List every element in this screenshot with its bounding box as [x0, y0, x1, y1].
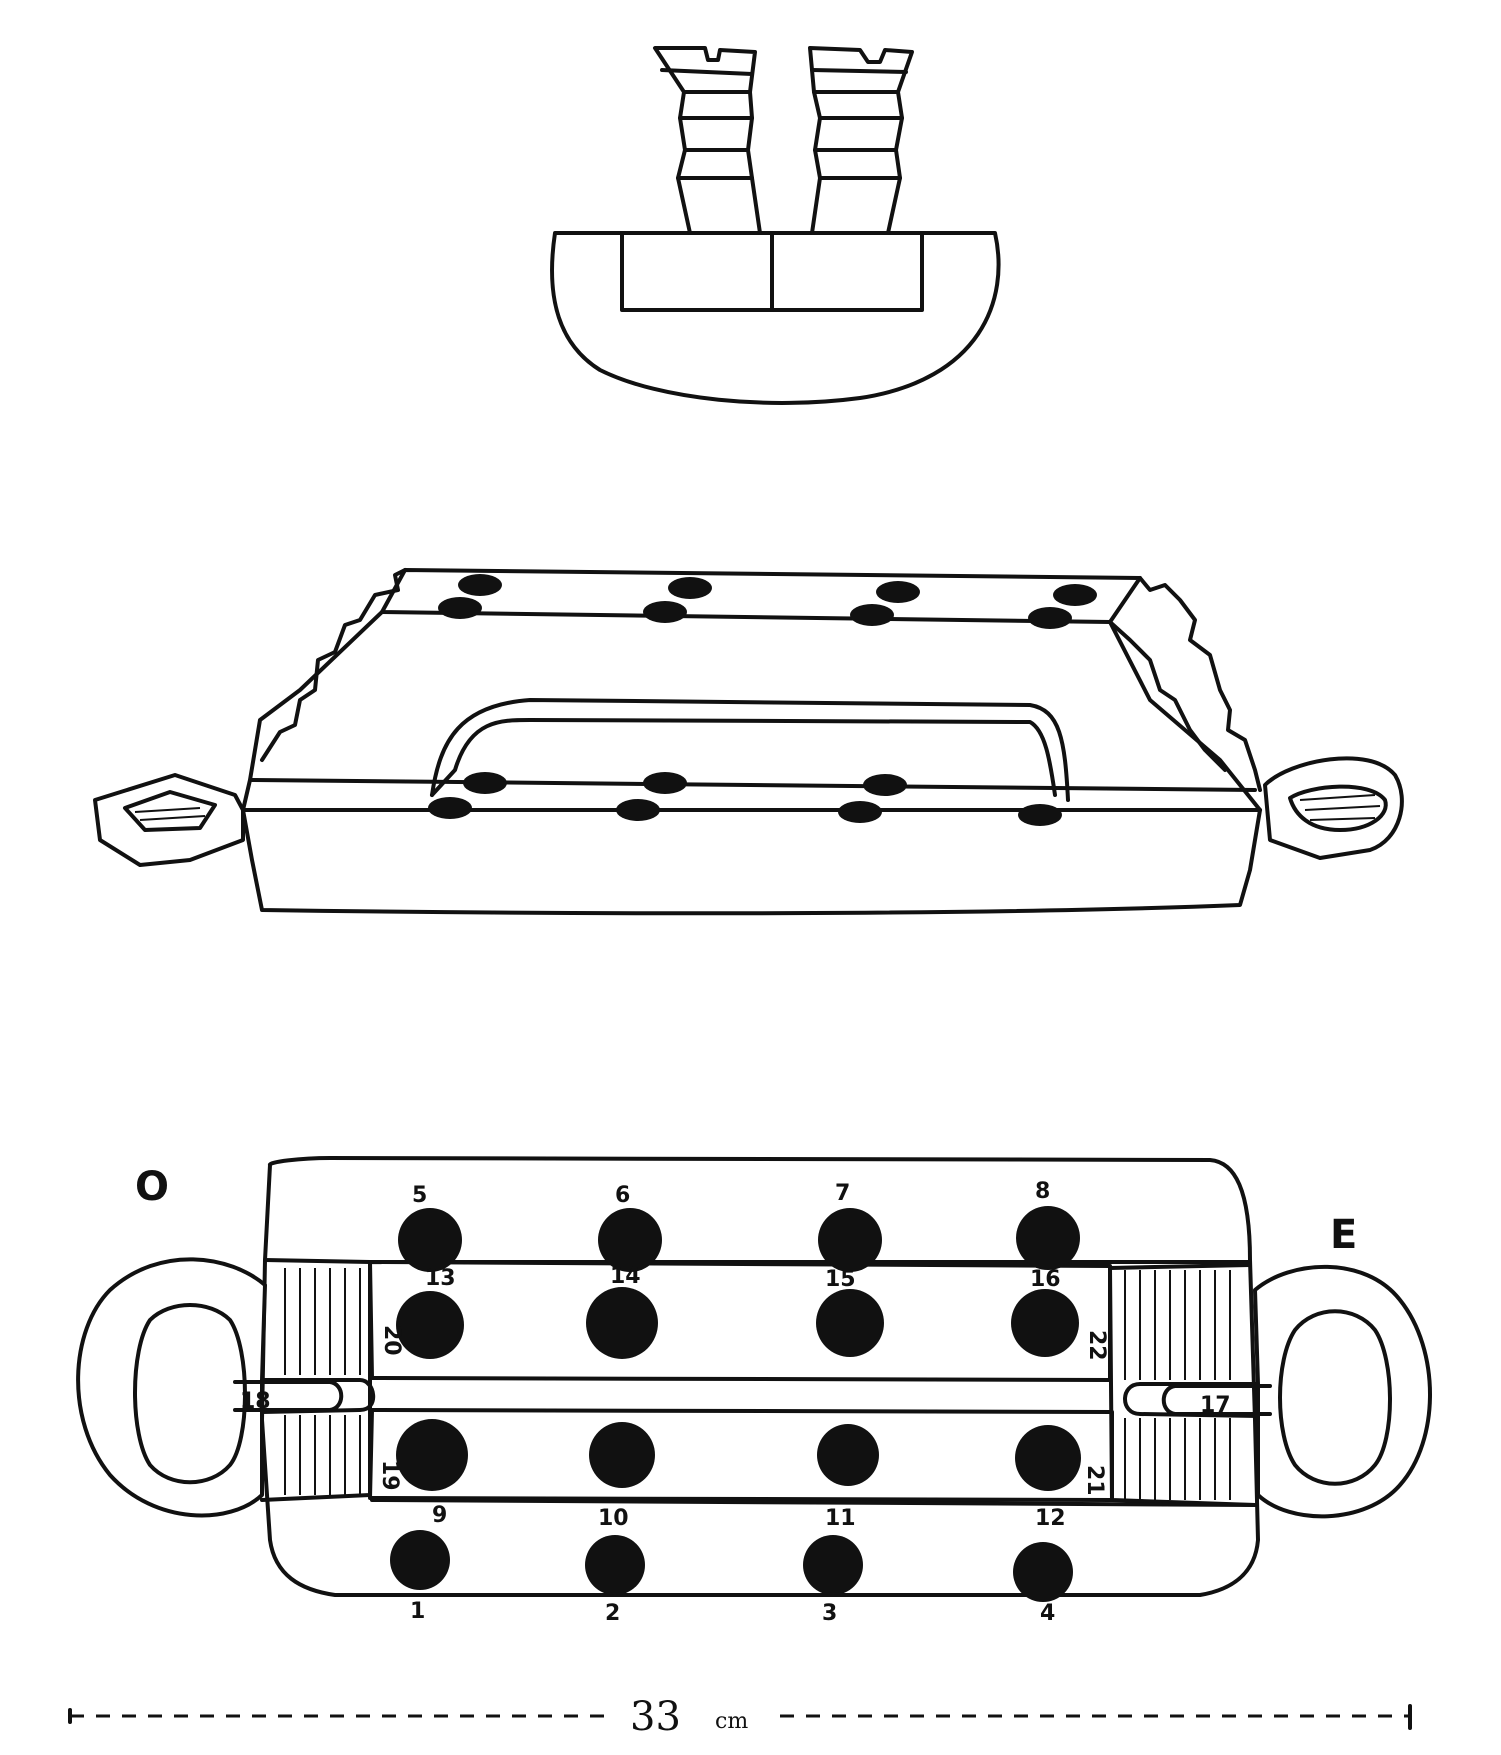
hole-11 [817, 1424, 879, 1486]
hole-1 [390, 1530, 450, 1590]
label-1: 1 [410, 1599, 425, 1624]
perspective-holes [428, 574, 1097, 826]
hole-10 [589, 1422, 655, 1488]
plan-holes [390, 1206, 1081, 1602]
end-view-base [550, 231, 1001, 405]
hole-5 [398, 1208, 462, 1272]
label-5: 5 [412, 1183, 427, 1208]
plan-left-hatching [284, 1268, 361, 1495]
label-16: 16 [1030, 1267, 1061, 1292]
perspective-hole [668, 577, 712, 599]
plan-body-outline [260, 1156, 1260, 1597]
label-18: 18 [240, 1389, 271, 1414]
end-view-right-column [808, 46, 914, 235]
plan-right-handle [1253, 1264, 1432, 1519]
hole-13 [396, 1291, 464, 1359]
hole-8 [1016, 1206, 1080, 1270]
perspective-front-face [241, 808, 1262, 916]
hole-16 [1011, 1289, 1079, 1357]
perspective-hole [643, 601, 687, 623]
perspective-hole [838, 801, 882, 823]
hole-7 [818, 1208, 882, 1272]
label-7: 7 [835, 1181, 850, 1206]
perspective-view [93, 568, 1404, 916]
label-13: 13 [425, 1266, 456, 1291]
label-21: 21 [1082, 1465, 1107, 1496]
scale-unit: cm [715, 1709, 748, 1734]
label-15: 15 [825, 1267, 856, 1292]
perspective-left-lug [93, 773, 245, 867]
hole-15 [816, 1289, 884, 1357]
hole-labels: 5 6 7 8 13 14 15 16 18 17 20 22 19 21 9 … [240, 1179, 1231, 1626]
label-10: 10 [598, 1506, 629, 1531]
plan-view: 5 6 7 8 13 14 15 16 18 17 20 22 19 21 9 … [76, 1156, 1432, 1626]
perspective-hole [463, 772, 507, 794]
perspective-hole [1018, 804, 1062, 826]
perspective-hole [616, 799, 660, 821]
plan-left-handle [76, 1257, 267, 1518]
perspective-hole [876, 581, 920, 603]
label-8: 8 [1035, 1179, 1050, 1204]
label-19: 19 [377, 1460, 402, 1491]
east-label: E [1330, 1212, 1357, 1258]
plan-row-upper [368, 1260, 1112, 1382]
label-17: 17 [1200, 1393, 1231, 1418]
plan-right-hatching [1124, 1270, 1231, 1500]
end-view-left-column [653, 46, 762, 235]
perspective-hole [850, 604, 894, 626]
end-view [550, 46, 1001, 405]
label-22: 22 [1084, 1330, 1109, 1361]
plan-row-lower [368, 1408, 1114, 1502]
hole-21 [1015, 1425, 1081, 1491]
perspective-hole [428, 797, 472, 819]
label-11: 11 [825, 1506, 856, 1531]
perspective-hole [1028, 607, 1072, 629]
hole-3 [803, 1535, 863, 1595]
label-3: 3 [822, 1601, 837, 1626]
label-4: 4 [1040, 1601, 1055, 1626]
perspective-hole [438, 597, 482, 619]
label-12: 12 [1035, 1506, 1066, 1531]
perspective-hole [458, 574, 502, 596]
perspective-hole [863, 774, 907, 796]
hole-14 [586, 1287, 658, 1359]
hole-2 [585, 1535, 645, 1595]
west-label: O [135, 1164, 169, 1210]
label-20: 20 [379, 1325, 404, 1356]
hole-4 [1013, 1542, 1073, 1602]
perspective-hole [1053, 584, 1097, 606]
label-9: 9 [432, 1503, 447, 1528]
hole-19 [396, 1419, 468, 1491]
label-6: 6 [615, 1183, 630, 1208]
perspective-hole [643, 772, 687, 794]
scale-value: 33 [630, 1694, 681, 1740]
hole-6 [598, 1208, 662, 1272]
scale-bar: 33 cm [68, 1694, 1412, 1740]
label-14: 14 [610, 1264, 641, 1289]
perspective-handle [430, 698, 1070, 802]
label-2: 2 [605, 1601, 620, 1626]
